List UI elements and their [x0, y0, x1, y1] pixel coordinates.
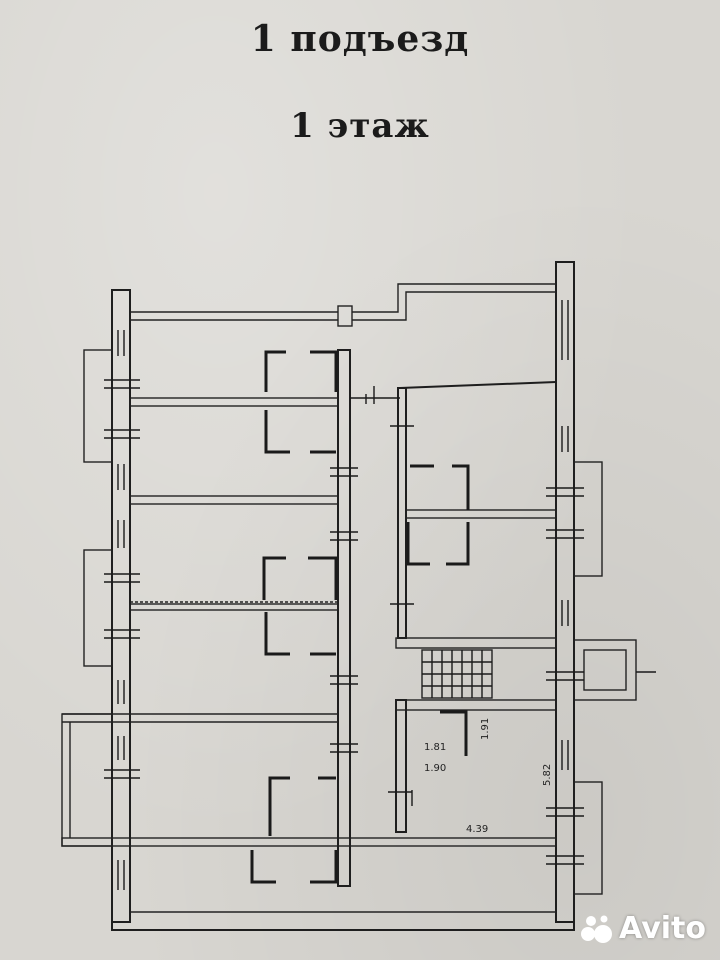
door-2a [264, 410, 290, 454]
bay-1 [83, 349, 113, 463]
doors [250, 350, 470, 884]
door-1b [310, 350, 338, 392]
top-wall-right [352, 283, 556, 313]
avito-watermark: Avito [579, 911, 706, 946]
partition-3 [129, 603, 339, 611]
dim-1-91: 1.91 [480, 718, 491, 740]
door-5a [268, 776, 290, 836]
right-bay-1 [573, 461, 603, 577]
dim-1-90: 1.90 [424, 763, 446, 774]
door-6a [250, 850, 276, 884]
corridor-ticks [330, 425, 414, 806]
right-bay-stairs [573, 639, 637, 701]
avito-watermark-text: Avito [619, 911, 706, 946]
door-9 [440, 710, 468, 756]
stair-flight [421, 649, 493, 699]
dim-4-39: 4.39 [466, 824, 488, 835]
corridor-walls [337, 349, 557, 887]
left-partitions [61, 397, 557, 847]
door-7b [452, 464, 470, 510]
right-partitions [395, 509, 557, 711]
right-partition-3 [395, 699, 557, 711]
vent-box [337, 305, 353, 327]
right-partition-1 [405, 509, 557, 519]
dim-1-81: 1.81 [424, 742, 446, 753]
door-3b [308, 556, 338, 600]
partition-1 [129, 397, 339, 407]
left-outer-wall [111, 289, 131, 923]
corridor-left-wall [337, 349, 351, 887]
top-shaft [130, 283, 556, 327]
door-8b [446, 522, 470, 566]
right-bay-stairs-inner [583, 649, 627, 691]
bottom-outer-wall [111, 922, 575, 931]
left-bays [61, 349, 113, 847]
right-bay-2 [573, 781, 603, 895]
door-6b [310, 850, 338, 884]
right-outer-wall [555, 261, 575, 923]
bay-2 [83, 549, 113, 667]
floor-title: 1 этаж [290, 106, 430, 146]
door-4a [264, 612, 290, 656]
bay-3 [61, 713, 113, 847]
stair-treads [422, 650, 492, 698]
dimension-labels: 1.81 1.90 1.91 5.82 4.39 [424, 718, 553, 835]
corridor-right-lower-wall [395, 699, 407, 833]
partition-5 [61, 837, 557, 847]
door-1a [264, 350, 286, 392]
door-3a [262, 556, 286, 600]
door-8a [406, 522, 430, 566]
dim-5-82: 5.82 [542, 764, 553, 786]
partition-2 [129, 495, 339, 505]
outer-walls [111, 261, 575, 931]
avito-logo-icon [581, 915, 613, 943]
top-wall-right-inner [352, 291, 556, 321]
window-marks [104, 300, 656, 890]
right-partition-2 [395, 637, 557, 649]
right-bays [573, 461, 637, 895]
entrance-title: 1 подъезд [250, 18, 470, 60]
corridor-right-top-wall [399, 381, 557, 389]
